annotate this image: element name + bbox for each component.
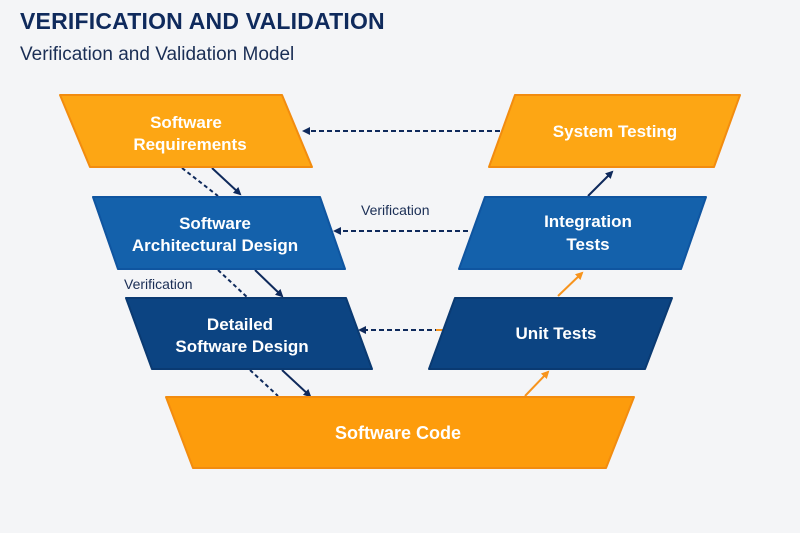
dashed-connector-detail-code xyxy=(249,369,279,397)
stage-label-line: Software Design xyxy=(175,337,308,356)
stage-label-line: Detailed xyxy=(207,315,273,334)
stage-detailed-software-design[interactable]: Detailed Software Design xyxy=(125,297,373,370)
stage-label-line: System Testing xyxy=(553,122,677,141)
stage-label-line: Architectural Design xyxy=(132,236,298,255)
stage-integration-tests[interactable]: Integration Tests xyxy=(458,196,707,270)
stage-label-line: Unit Tests xyxy=(516,324,597,343)
verification-label-left: Verification xyxy=(124,276,192,292)
stage-label-line: Software xyxy=(150,113,222,132)
stage-software-architectural-design[interactable]: Software Architectural Design xyxy=(92,196,346,270)
stage-software-code[interactable]: Software Code xyxy=(165,396,635,469)
stage-label-line: Software xyxy=(179,214,251,233)
arrow-detail-to-code xyxy=(281,369,312,398)
stage-label-line: Software Code xyxy=(335,423,461,443)
arrow-arch-to-detail xyxy=(254,269,284,298)
stage-label-line: Requirements xyxy=(133,135,246,154)
stage-label-line: Integration xyxy=(544,212,632,231)
stage-software-requirements[interactable]: Software Requirements xyxy=(59,94,313,168)
arrow-code-to-unit xyxy=(524,370,550,397)
arrow-integration-to-system xyxy=(587,170,614,197)
stage-system-testing[interactable]: System Testing xyxy=(488,94,741,168)
stage-unit-tests[interactable]: Unit Tests xyxy=(428,297,673,370)
page-title: VERIFICATION AND VALIDATION xyxy=(20,8,385,34)
verification-label-middle: Verification xyxy=(361,202,429,218)
arrow-req-to-arch xyxy=(211,167,242,196)
stage-label-line: Tests xyxy=(566,235,609,254)
page-subtitle: Verification and Validation Model xyxy=(20,44,295,65)
dashed-connector-req-arch xyxy=(181,167,219,197)
dashed-connector-arch-detail xyxy=(217,269,249,299)
connectors xyxy=(181,127,614,398)
arrow-unit-to-integration xyxy=(557,271,584,297)
